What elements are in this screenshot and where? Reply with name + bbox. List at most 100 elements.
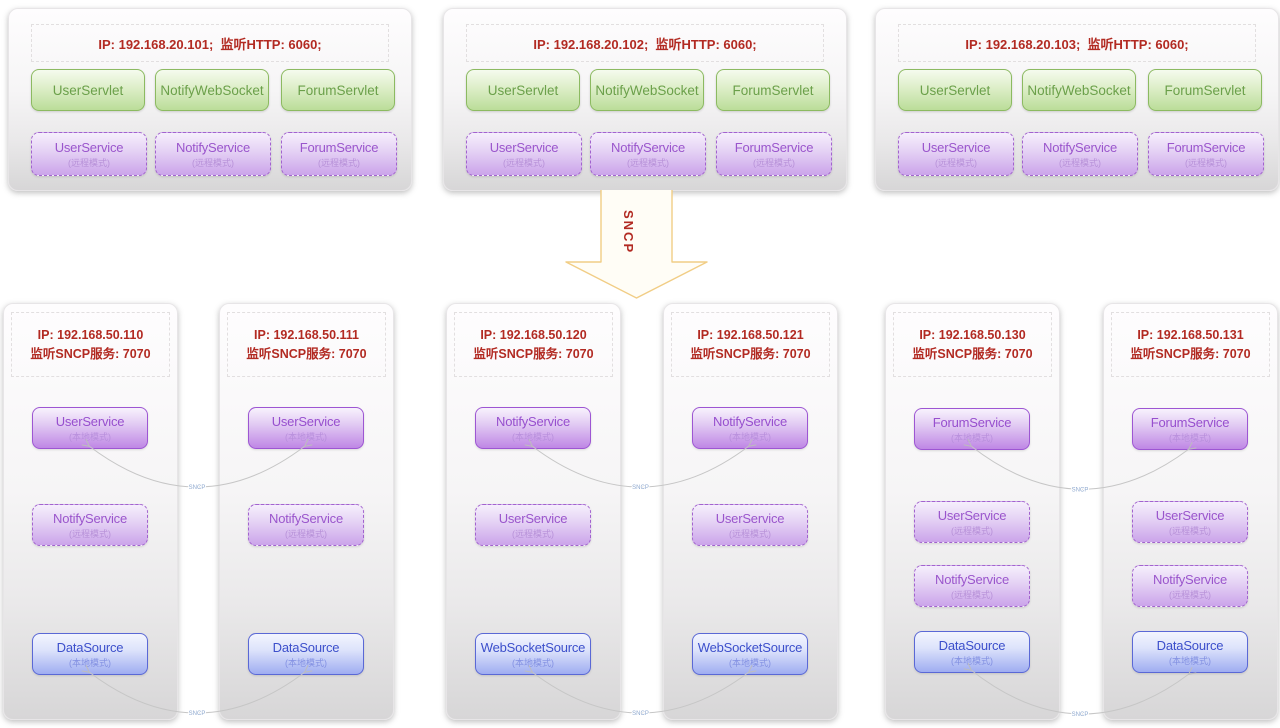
service-name: ForumService — [734, 139, 814, 155]
node-ip-line2: 监听SNCP服务: 7070 — [473, 346, 594, 361]
sncp-server-node: IP: 192.168.50.130 监听SNCP服务: 7070 ForumS… — [885, 303, 1060, 720]
service-box: NotifyService (远程模式) — [1022, 132, 1138, 176]
service-mode-label: (本地模式) — [69, 431, 111, 442]
connector-label: SNCP — [1072, 712, 1089, 718]
node-ip-line1: IP: 192.168.50.111 — [254, 327, 359, 342]
node-ip-text: IP: 192.168.20.101; 监听HTTP: 6060; — [98, 36, 322, 52]
node-ip-text: IP: 192.168.20.102; 监听HTTP: 6060; — [533, 36, 757, 52]
service-name: DataSource — [938, 637, 1006, 653]
service-name: UserService — [921, 139, 991, 155]
service-box: ForumService (远程模式) — [716, 132, 832, 176]
service-box: NotifyService (本地模式) — [475, 407, 591, 449]
service-mode-label: (本地模式) — [1169, 655, 1211, 666]
node-ip-header: IP: 192.168.50.130 监听SNCP服务: 7070 — [893, 312, 1052, 377]
service-mode-label: (本地模式) — [1169, 432, 1211, 443]
connector-label: SNCP — [632, 485, 649, 491]
servlet-label: ForumServlet — [297, 82, 379, 98]
node-ip-header: IP: 192.168.50.110 监听SNCP服务: 7070 — [11, 312, 170, 377]
service-name: UserService — [498, 510, 568, 526]
service-mode-label: (远程模式) — [512, 528, 554, 539]
service-mode-label: (远程模式) — [1059, 157, 1101, 168]
servlet-box: NotifyWebSocket — [155, 69, 269, 111]
service-box: UserService (远程模式) — [692, 504, 808, 546]
service-box: WebSocketSource (本地模式) — [692, 633, 808, 675]
service-box: NotifyService (远程模式) — [155, 132, 271, 176]
service-mode-label: (远程模式) — [951, 525, 993, 536]
service-mode-label: (远程模式) — [1169, 525, 1211, 536]
sncp-server-node: IP: 192.168.50.121 监听SNCP服务: 7070 Notify… — [663, 303, 838, 720]
service-mode-label: (远程模式) — [1185, 157, 1227, 168]
sncp-server-node: IP: 192.168.50.111 监听SNCP服务: 7070 UserSe… — [219, 303, 394, 720]
service-mode-label: (本地模式) — [512, 431, 554, 442]
servlet-label: ForumServlet — [1164, 82, 1246, 98]
service-name: WebSocketSource — [697, 639, 803, 655]
node-ip-line2: 监听SNCP服务: 7070 — [912, 346, 1033, 361]
service-name: UserService — [937, 507, 1007, 523]
service-mode-label: (远程模式) — [935, 157, 977, 168]
service-name: NotifyService — [53, 510, 127, 526]
node-ip-line1: IP: 192.168.50.130 — [919, 327, 1026, 342]
service-box: ForumService (本地模式) — [1132, 408, 1248, 450]
service-name: NotifyService — [269, 510, 343, 526]
service-mode-label: (本地模式) — [729, 431, 771, 442]
service-name: UserService — [55, 413, 125, 429]
service-mode-label: (本地模式) — [512, 657, 554, 668]
service-box: UserService (本地模式) — [32, 407, 148, 449]
service-box: DataSource (本地模式) — [248, 633, 364, 675]
service-mode-label: (本地模式) — [951, 655, 993, 666]
servlet-box: ForumServlet — [281, 69, 395, 111]
node-ip-header: IP: 192.168.20.103; 监听HTTP: 6060; — [898, 24, 1256, 62]
sncp-flow-arrow — [565, 190, 708, 299]
service-mode-label: (远程模式) — [68, 157, 110, 168]
service-box: NotifyService (远程模式) — [32, 504, 148, 546]
connector-label: SNCP — [632, 711, 649, 717]
node-ip-line1: IP: 192.168.50.120 — [480, 327, 587, 342]
servlet-label: NotifyWebSocket — [595, 82, 699, 98]
service-name: UserService — [715, 510, 785, 526]
node-ip-line2: 监听SNCP服务: 7070 — [690, 346, 811, 361]
service-box: NotifyService (远程模式) — [1132, 565, 1248, 607]
servlet-box: NotifyWebSocket — [590, 69, 704, 111]
node-ip-header: IP: 192.168.20.102; 监听HTTP: 6060; — [466, 24, 824, 62]
service-mode-label: (远程模式) — [69, 528, 111, 539]
node-ip-header: IP: 192.168.50.111 监听SNCP服务: 7070 — [227, 312, 386, 377]
service-name: NotifyService — [176, 139, 250, 155]
service-name: NotifyService — [496, 413, 570, 429]
service-box: DataSource (本地模式) — [914, 631, 1030, 673]
node-ip-line1: IP: 192.168.50.110 — [37, 327, 144, 342]
node-ip-header: IP: 192.168.50.121 监听SNCP服务: 7070 — [671, 312, 830, 377]
service-box: UserService (远程模式) — [466, 132, 582, 176]
service-name: UserService — [489, 139, 559, 155]
service-name: UserService — [54, 139, 124, 155]
service-mode-label: (远程模式) — [729, 528, 771, 539]
service-box: UserService (远程模式) — [1132, 501, 1248, 543]
servlet-box: ForumServlet — [1148, 69, 1262, 111]
service-mode-label: (远程模式) — [192, 157, 234, 168]
connector-label: SNCP — [189, 711, 206, 717]
service-name: NotifyService — [1153, 571, 1227, 587]
service-mode-label: (本地模式) — [951, 432, 993, 443]
service-box: NotifyService (远程模式) — [914, 565, 1030, 607]
service-name: DataSource — [56, 639, 124, 655]
service-mode-label: (本地模式) — [69, 657, 111, 668]
service-box: DataSource (本地模式) — [1132, 631, 1248, 673]
service-name: DataSource — [1156, 637, 1224, 653]
sncp-server-node: IP: 192.168.50.120 监听SNCP服务: 7070 Notify… — [446, 303, 621, 720]
service-mode-label: (远程模式) — [951, 589, 993, 600]
service-name: ForumService — [1150, 414, 1230, 430]
service-box: UserService (远程模式) — [914, 501, 1030, 543]
service-name: UserService — [271, 413, 341, 429]
node-ip-line2: 监听SNCP服务: 7070 — [30, 346, 151, 361]
service-mode-label: (远程模式) — [318, 157, 360, 168]
service-name: NotifyService — [611, 139, 685, 155]
service-name: DataSource — [272, 639, 340, 655]
servlet-box: UserServlet — [31, 69, 145, 111]
service-mode-label: (本地模式) — [285, 431, 327, 442]
service-box: ForumService (远程模式) — [1148, 132, 1264, 176]
service-box: NotifyService (远程模式) — [590, 132, 706, 176]
servlet-label: ForumServlet — [732, 82, 814, 98]
service-name: WebSocketSource — [480, 639, 586, 655]
service-box: UserService (本地模式) — [248, 407, 364, 449]
servlet-label: UserServlet — [919, 82, 991, 98]
